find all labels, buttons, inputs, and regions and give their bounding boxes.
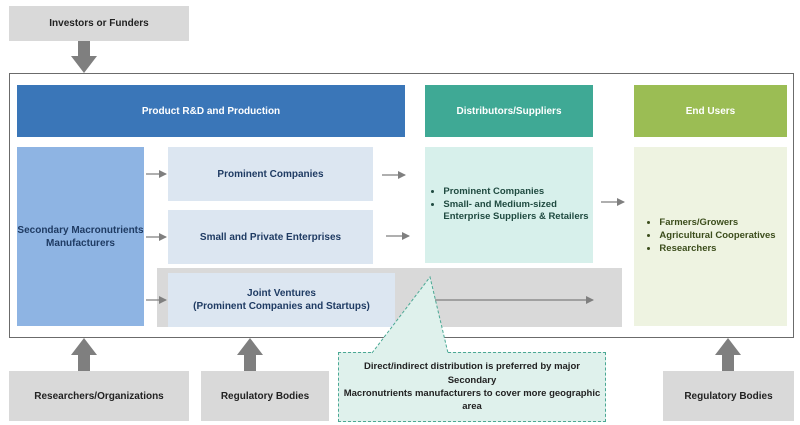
end-users-item: Farmers/Growers <box>659 217 775 230</box>
joint-ventures-label: Joint Ventures <box>247 288 316 299</box>
investors-down-arrow <box>71 41 97 73</box>
prominent-companies-label: Prominent Companies <box>217 168 324 180</box>
joint-ventures-box: Joint Ventures (Prominent Companies and … <box>168 273 395 327</box>
end-users-header: End Users <box>634 85 787 137</box>
distributors-list: Prominent Companies Small- and Medium-si… <box>429 186 588 224</box>
end-users-item: Researchers <box>659 243 775 256</box>
manufacturers-label-line1: Secondary Macronutrients <box>17 224 144 236</box>
regulatory-left-up-arrow <box>237 338 263 371</box>
researchers-organizations-label: Researchers/Organizations <box>34 390 164 402</box>
investors-box: Investors or Funders <box>9 6 189 41</box>
regulatory-bodies-right-box: Regulatory Bodies <box>663 371 794 421</box>
distributors-header: Distributors/Suppliers <box>425 85 593 137</box>
investors-label: Investors or Funders <box>49 18 149 29</box>
distributors-item: Prominent Companies <box>443 186 588 199</box>
prominent-companies-box: Prominent Companies <box>168 147 373 201</box>
rd-production-header: Product R&D and Production <box>17 85 405 137</box>
end-users-box: Farmers/Growers Agricultural Cooperative… <box>634 147 787 326</box>
callout-line2: Macronutrients manufacturers to cover mo… <box>343 388 601 413</box>
distributors-item: Small- and Medium-sized Enterprise Suppl… <box>443 199 588 225</box>
researchers-up-arrow <box>71 338 97 371</box>
joint-ventures-sublabel: (Prominent Companies and Startups) <box>193 301 370 312</box>
manufacturers-label-line2: Manufacturers <box>46 237 115 249</box>
manufacturers-box: Secondary Macronutrients Manufacturers <box>17 147 144 326</box>
distributors-box: Prominent Companies Small- and Medium-si… <box>425 147 593 263</box>
regulatory-bodies-right-label: Regulatory Bodies <box>684 390 773 402</box>
regulatory-bodies-left-box: Regulatory Bodies <box>201 371 329 421</box>
end-users-item: Agricultural Cooperatives <box>659 230 775 243</box>
small-private-enterprises-box: Small and Private Enterprises <box>168 210 373 264</box>
rd-production-label: Product R&D and Production <box>141 105 281 117</box>
small-private-enterprises-label: Small and Private Enterprises <box>199 231 342 243</box>
researchers-organizations-box: Researchers/Organizations <box>9 371 189 421</box>
regulatory-bodies-left-label: Regulatory Bodies <box>220 390 310 402</box>
distribution-callout: Direct/indirect distribution is preferre… <box>338 352 606 422</box>
regulatory-right-up-arrow <box>715 338 741 371</box>
callout-pointer <box>370 275 449 354</box>
end-users-list: Farmers/Growers Agricultural Cooperative… <box>645 217 775 255</box>
end-users-label: End Users <box>685 105 736 117</box>
distributors-label: Distributors/Suppliers <box>456 105 562 117</box>
callout-line1: Direct/indirect distribution is preferre… <box>364 361 580 386</box>
